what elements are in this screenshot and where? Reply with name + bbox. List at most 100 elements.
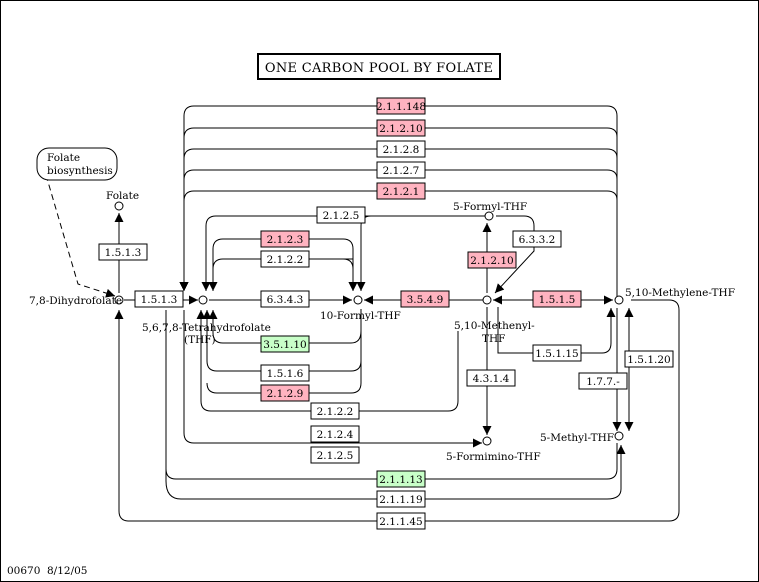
enzyme-box[interactable] bbox=[376, 161, 426, 179]
enzyme-e21210b[interactable]: 2.1.2.10 bbox=[467, 251, 517, 269]
enzyme-e15120[interactable]: 1.5.1.20 bbox=[624, 350, 674, 368]
enzyme-e6343[interactable]: 6.3.4.3 bbox=[260, 290, 310, 308]
enzyme-box[interactable] bbox=[310, 402, 360, 420]
enzyme-label: 1.5.1.3 bbox=[105, 247, 142, 259]
enzyme-box[interactable] bbox=[376, 470, 426, 488]
enzyme-box[interactable] bbox=[260, 290, 310, 308]
enzyme-e15115[interactable]: 1.5.1.15 bbox=[532, 344, 582, 362]
enzyme-e2128[interactable]: 2.1.2.8 bbox=[376, 140, 426, 158]
enzyme-e2124[interactable]: 2.1.2.4 bbox=[310, 425, 360, 443]
enzyme-box[interactable] bbox=[260, 384, 310, 402]
enzyme-e2125b[interactable]: 2.1.2.5 bbox=[310, 446, 360, 464]
label-10-formyl-thf[interactable]: 10-Formyl-THF bbox=[320, 310, 401, 322]
enzyme-label: 2.1.2.5 bbox=[323, 210, 360, 222]
enzyme-e1513b[interactable]: 1.5.1.3 bbox=[134, 290, 184, 308]
enzyme-e211148[interactable]: 2.1.1.148 bbox=[376, 97, 426, 115]
enzyme-box[interactable] bbox=[98, 243, 148, 261]
node-5-formyl-thf[interactable] bbox=[484, 211, 494, 221]
enzyme-e2125a[interactable]: 2.1.2.5 bbox=[316, 206, 366, 224]
enzyme-e21210a[interactable]: 2.1.2.10 bbox=[376, 119, 426, 137]
enzyme-e21119[interactable]: 2.1.1.19 bbox=[376, 490, 426, 508]
node-dihydrofolate[interactable] bbox=[114, 295, 124, 305]
enzyme-label: 2.1.2.8 bbox=[383, 144, 420, 156]
enzyme-e177[interactable]: 1.7.7.- bbox=[578, 372, 628, 390]
enzyme-boxes: 2.1.1.148 2.1.2.10 2.1.2.8 2.1.2.7 2.1.2.1 2.… bbox=[98, 97, 674, 530]
page-title: ONE CARBON POOL BY FOLATE bbox=[265, 61, 493, 76]
label-methyl-thf[interactable]: 5-Methyl-THF bbox=[540, 432, 614, 444]
enzyme-box[interactable] bbox=[260, 250, 310, 268]
enzyme-box[interactable] bbox=[260, 230, 310, 248]
label-methenyl-abbr[interactable]: THF bbox=[482, 333, 505, 345]
enzyme-box[interactable] bbox=[466, 369, 516, 387]
enzyme-box[interactable] bbox=[400, 290, 450, 308]
enzyme-box[interactable] bbox=[316, 206, 366, 224]
map-link-label-2: biosynthesis bbox=[47, 165, 113, 177]
enzyme-box[interactable] bbox=[376, 97, 426, 115]
enzyme-e2129[interactable]: 2.1.2.9 bbox=[260, 384, 310, 402]
enzyme-e2123[interactable]: 2.1.2.3 bbox=[260, 230, 310, 248]
enzyme-e1516[interactable]: 1.5.1.6 bbox=[260, 364, 310, 382]
label-thf[interactable]: 5,6,7,8-Tetrahydrofolate bbox=[142, 322, 271, 334]
node-thf[interactable] bbox=[198, 295, 208, 305]
enzyme-e3549[interactable]: 3.5.4.9 bbox=[400, 290, 450, 308]
label-thf-abbr[interactable]: (THF) bbox=[184, 334, 216, 346]
label-formimino-thf[interactable]: 5-Formimino-THF bbox=[446, 451, 541, 463]
label-5-formyl-thf[interactable]: 5-Formyl-THF bbox=[453, 201, 527, 213]
enzyme-box[interactable] bbox=[260, 364, 310, 382]
enzyme-e35110[interactable]: 3.5.1.10 bbox=[260, 335, 310, 353]
enzyme-box[interactable] bbox=[376, 512, 426, 530]
enzyme-box[interactable] bbox=[512, 230, 562, 248]
enzyme-label: 2.1.2.3 bbox=[267, 234, 304, 246]
label-dihydrofolate[interactable]: 7,8-Dihydrofolate bbox=[29, 295, 122, 307]
label-methenyl[interactable]: 5,10-Methenyl- bbox=[454, 320, 535, 332]
enzyme-label: 2.1.1.148 bbox=[376, 101, 426, 113]
footer: 00670 8/12/05 bbox=[7, 565, 87, 577]
enzyme-box[interactable] bbox=[376, 490, 426, 508]
edge-2122-top bbox=[212, 258, 353, 270]
enzyme-box[interactable] bbox=[310, 425, 360, 443]
enzyme-box[interactable] bbox=[134, 290, 184, 308]
enzyme-box[interactable] bbox=[532, 344, 582, 362]
enzyme-e6332[interactable]: 6.3.3.2 bbox=[512, 230, 562, 248]
enzyme-box[interactable] bbox=[260, 335, 310, 353]
enzyme-label: 2.1.2.7 bbox=[383, 165, 420, 177]
map-date: 8/12/05 bbox=[47, 565, 87, 577]
enzyme-e1515[interactable]: 1.5.1.5 bbox=[532, 290, 582, 308]
enzyme-box[interactable] bbox=[624, 350, 674, 368]
enzyme-box[interactable] bbox=[467, 251, 517, 269]
node-10-formyl-thf[interactable] bbox=[353, 295, 363, 305]
label-methylene-thf[interactable]: 5,10-Methylene-THF bbox=[625, 287, 735, 299]
edge-2129 bbox=[206, 361, 362, 394]
enzyme-e2121[interactable]: 2.1.2.1 bbox=[376, 182, 426, 200]
enzyme-label: 2.1.2.10 bbox=[379, 123, 422, 135]
enzyme-box[interactable] bbox=[578, 372, 628, 390]
enzyme-box[interactable] bbox=[376, 119, 426, 137]
enzyme-e2127[interactable]: 2.1.2.7 bbox=[376, 161, 426, 179]
node-methenyl-thf[interactable] bbox=[482, 295, 492, 305]
edge-2124-formimino bbox=[183, 310, 482, 448]
enzyme-e4314[interactable]: 4.3.1.4 bbox=[466, 369, 516, 387]
enzyme-e2122a[interactable]: 2.1.2.2 bbox=[260, 250, 310, 268]
enzyme-box[interactable] bbox=[310, 446, 360, 464]
node-folate[interactable] bbox=[114, 201, 124, 211]
map-link-folate-biosynthesis[interactable]: Folate biosynthesis bbox=[36, 147, 118, 181]
edge-21113 bbox=[165, 310, 618, 480]
enzyme-box[interactable] bbox=[376, 140, 426, 158]
enzyme-e21145[interactable]: 2.1.1.45 bbox=[376, 512, 426, 530]
enzyme-box[interactable] bbox=[532, 290, 582, 308]
enzyme-label: 2.1.2.1 bbox=[383, 186, 420, 198]
enzyme-e1513a[interactable]: 1.5.1.3 bbox=[98, 243, 148, 261]
edge-folate-biosynthesis bbox=[45, 174, 116, 298]
compound-nodes bbox=[114, 201, 624, 446]
map-id: 00670 bbox=[7, 565, 40, 577]
node-formimino-thf[interactable] bbox=[482, 436, 492, 446]
enzyme-label: 1.5.1.15 bbox=[535, 348, 578, 360]
enzyme-e2122b[interactable]: 2.1.2.2 bbox=[310, 402, 360, 420]
enzyme-box[interactable] bbox=[376, 182, 426, 200]
node-methyl-thf[interactable] bbox=[614, 431, 624, 441]
enzyme-e21113[interactable]: 2.1.1.13 bbox=[376, 470, 426, 488]
node-methylene-thf[interactable] bbox=[614, 295, 624, 305]
label-folate[interactable]: Folate bbox=[106, 190, 139, 202]
